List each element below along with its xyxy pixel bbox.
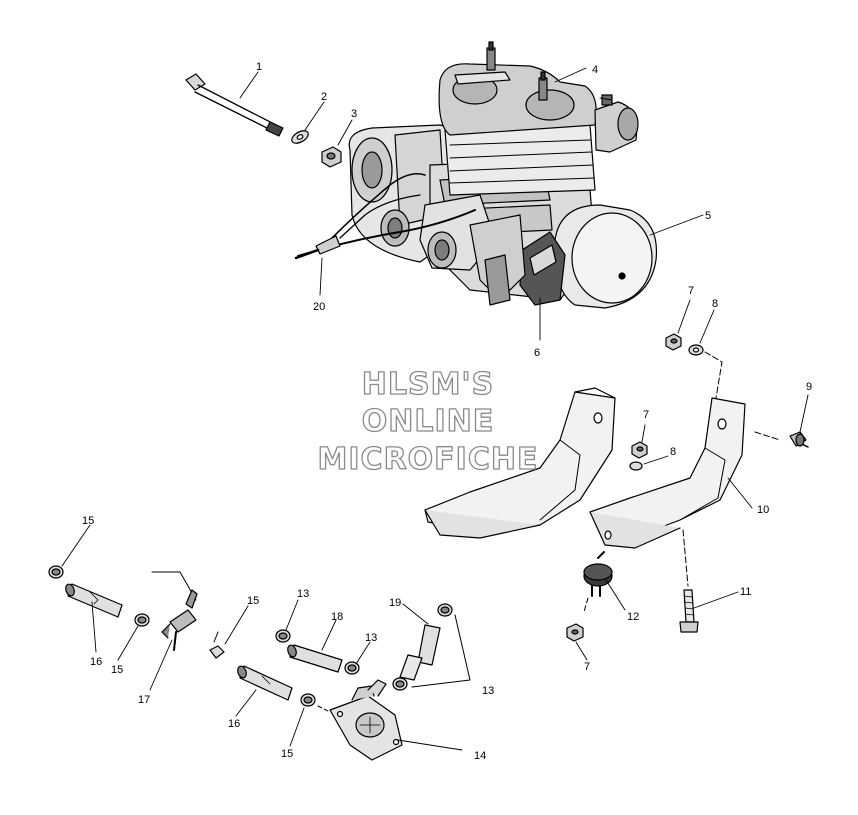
pump-cover-14	[317, 679, 403, 761]
callout-1: 1	[256, 61, 262, 73]
bracket-line-13	[411, 614, 471, 688]
callout-14: 14	[474, 750, 486, 762]
callout-20: 20	[313, 301, 325, 313]
callout-15-b: 15	[111, 664, 123, 676]
callout-8-mid: 8	[670, 446, 676, 458]
callout-9: 9	[806, 381, 812, 393]
callout-13-a: 13	[297, 588, 309, 600]
watermark-line-3: MICROFICHE	[318, 442, 539, 477]
callout-16-a: 16	[90, 656, 102, 668]
mount-plate-left	[424, 387, 616, 539]
clamp-15-a	[48, 565, 64, 579]
callout-15-c: 15	[247, 595, 259, 607]
callout-18: 18	[331, 611, 343, 623]
callout-3: 3	[351, 108, 357, 120]
dash-line-8	[704, 351, 723, 411]
callout-16-b: 16	[228, 718, 240, 730]
clamp-15-d	[300, 693, 316, 707]
watermark-line-2: ONLINE	[362, 404, 495, 439]
callout-6: 6	[534, 347, 540, 359]
callout-13-c: 13	[482, 685, 494, 697]
callout-12: 12	[627, 611, 639, 623]
callout-19: 19	[389, 597, 401, 609]
bolt-11	[679, 529, 699, 633]
callout-7-mid: 7	[643, 409, 649, 421]
clamp-13-a	[275, 629, 291, 643]
callout-7-bottom: 7	[584, 661, 590, 673]
nut-7-mid	[631, 441, 648, 459]
callout-11: 11	[740, 586, 751, 598]
washer-2	[291, 130, 309, 144]
nut-7-top	[665, 333, 682, 351]
washer-8-top	[688, 344, 704, 356]
engine-assembly	[294, 41, 658, 309]
clamp-15-c	[209, 631, 225, 659]
hose-16-a	[65, 583, 123, 618]
callout-labels: 1 2 3 4 5 6 7 8 9 7 8 10 11 12 7 20 15 1…	[82, 61, 812, 762]
mount-plate-right	[589, 397, 746, 549]
washer-8-mid	[629, 461, 643, 471]
watermark-line-1: HLSM'S	[362, 367, 494, 402]
nut-3	[321, 146, 342, 168]
leader-lines	[61, 67, 809, 751]
callout-15-a: 15	[82, 515, 94, 527]
hose-16-b	[237, 665, 293, 701]
callout-8-top: 8	[712, 298, 718, 310]
clamp-13-b	[344, 661, 360, 675]
isolator-12	[583, 551, 613, 613]
stud-9	[754, 431, 809, 448]
callout-4: 4	[592, 64, 598, 76]
bolt-1	[185, 73, 284, 137]
hose-18	[287, 644, 343, 673]
callout-5: 5	[705, 210, 711, 222]
clamp-15-b	[134, 613, 150, 627]
watermark: HLSM'S ONLINE MICROFICHE	[317, 366, 539, 477]
nut-7-bottom	[566, 623, 584, 642]
tee-fitting-17	[151, 571, 198, 651]
callout-17: 17	[138, 694, 150, 706]
callout-10: 10	[757, 504, 769, 516]
callout-7-top: 7	[688, 285, 694, 297]
hose-19	[392, 603, 453, 691]
callout-15-d: 15	[281, 748, 293, 760]
callout-2: 2	[321, 91, 327, 103]
callout-13-b: 13	[365, 632, 377, 644]
